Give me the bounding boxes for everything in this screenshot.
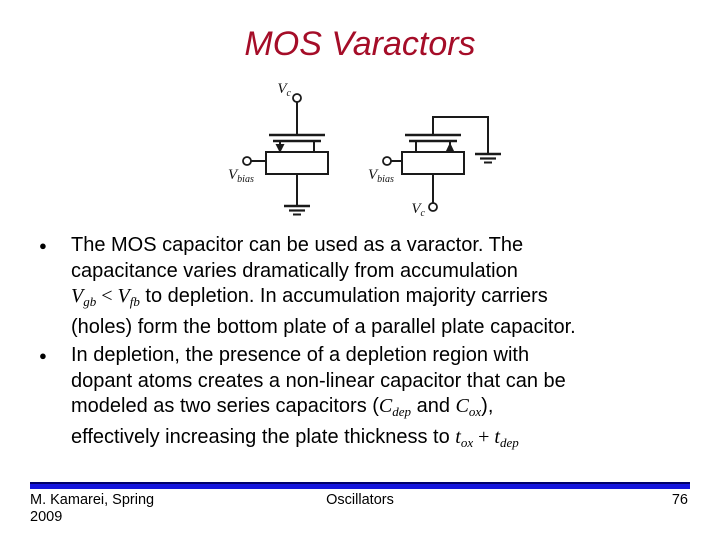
current-arrow-up: [445, 142, 455, 152]
bullet-marker: ●: [39, 238, 47, 253]
terminal-vc: [428, 202, 438, 212]
terminal-vc: [292, 93, 302, 103]
label-vbias: Vbias: [368, 167, 394, 185]
bullet-marker: ●: [39, 348, 47, 363]
bullet-list: ● The MOS capacitor can be used as a var…: [36, 233, 688, 455]
circuit-left: Vc Vbias: [228, 81, 329, 216]
terminal-vbias: [382, 156, 392, 166]
current-arrow-down: [275, 144, 285, 153]
terminal-vbias: [242, 156, 252, 166]
circuit-right: Vbias Vc: [368, 116, 501, 219]
text-line: capacitance varies dramatically from acc…: [71, 259, 518, 282]
body-well: [265, 151, 329, 175]
bullet-item-1: ● The MOS capacitor can be used as a var…: [36, 233, 688, 340]
text-line: dopant atoms creates a non-linear capaci…: [71, 369, 566, 392]
footer-divider-bar: [30, 482, 690, 489]
slide-title: MOS Varactors: [244, 25, 476, 63]
label-vbias: Vbias: [228, 167, 254, 185]
footer-page-number: 76: [671, 492, 688, 508]
text-line: (holes) form the bottom plate of a paral…: [71, 315, 576, 338]
text-line: The MOS capacitor can be used as a varac…: [71, 234, 524, 256]
text-line: In depletion, the presence of a depletio…: [71, 344, 530, 366]
bullet-text: In depletion, the presence of a depletio…: [71, 343, 688, 455]
text-line: effectively increasing the plate thickne…: [71, 425, 519, 450]
text-line: Vgb < Vfb to depletion. In accumulation …: [71, 285, 548, 309]
footer-course-label: Oscillators: [326, 492, 394, 508]
footer-author: M. Kamarei, Spring 2009: [30, 492, 155, 525]
mos-varactor-diagrams: Vc Vbias Vbias Vc: [228, 81, 501, 219]
text-line: modeled as two series capacitors (Cdep a…: [71, 395, 494, 419]
wires: [391, 116, 489, 203]
bullet-text: The MOS capacitor can be used as a varac…: [71, 233, 688, 340]
label-vc: Vc: [277, 81, 291, 99]
wires: [251, 102, 315, 206]
ground-icon: [284, 204, 310, 216]
label-vc: Vc: [411, 201, 425, 219]
body-well: [401, 151, 465, 175]
bullet-item-2: ● In depletion, the presence of a deplet…: [36, 343, 688, 455]
ground-icon: [475, 152, 501, 164]
